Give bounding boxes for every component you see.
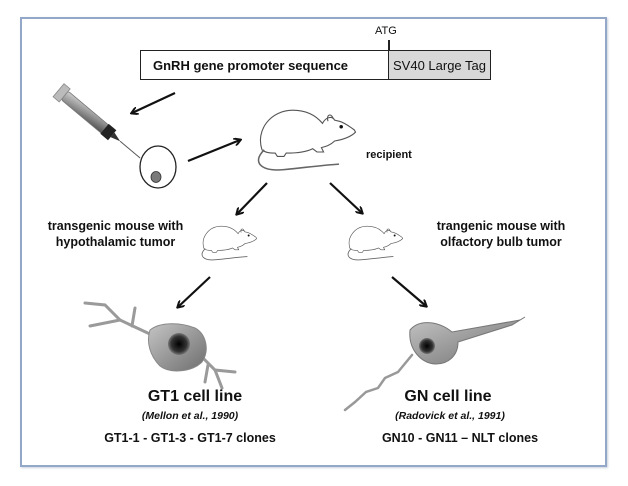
gt1-cell-line-title: GT1 cell line — [147, 388, 243, 405]
olfactory-mouse-label-line2: olfactory bulb tumor — [440, 235, 562, 249]
promoter-segment: GnRH gene promoter sequence — [141, 51, 389, 79]
mouse-icon-olfactory — [347, 225, 404, 261]
arrow-icon — [178, 276, 211, 307]
arrow-icon — [132, 92, 176, 113]
gt1-citation: (Mellon et al., 1990) — [141, 410, 239, 422]
recipient-mouse-icon — [257, 109, 357, 171]
arrow-icon — [237, 182, 268, 214]
mouse-icon-hypothalamic — [201, 225, 258, 261]
syringe-icon — [52, 83, 141, 159]
hypothalamic-mouse-label-line1: transgenic mouse with — [47, 219, 184, 233]
atg-tick — [388, 40, 390, 52]
gn-clones: GN10 - GN11 – NLT clones — [381, 431, 539, 445]
neuron-icon-gt1 — [83, 301, 237, 390]
arrow-icon — [329, 182, 362, 213]
oocyte-icon — [139, 145, 177, 189]
hypothalamic-mouse-label-line2: hypothalamic tumor — [55, 235, 176, 249]
gene-construct: GnRH gene promoter sequence SV40 Large T… — [140, 50, 491, 80]
neuron-icon-gn — [343, 316, 526, 412]
gn-cell-line-title: GN cell line — [404, 388, 492, 405]
arrow-icon — [391, 276, 426, 306]
figure-frame — [20, 17, 607, 467]
sv40-tag-segment: SV40 Large Tag — [389, 51, 490, 79]
gn-citation: (Radovick et al., 1991) — [395, 410, 505, 422]
gt1-clones: GT1-1 - GT1-3 - GT1-7 clones — [104, 431, 276, 445]
hypothalamic-mouse-label: transgenic mouse with hypothalamic tumor — [33, 218, 198, 250]
recipient-label: recipient — [366, 149, 412, 161]
olfactory-mouse-label: trangenic mouse with olfactory bulb tumo… — [425, 218, 577, 250]
olfactory-mouse-label-line1: trangenic mouse with — [436, 219, 566, 233]
atg-label: ATG — [375, 25, 397, 37]
arrow-icon — [187, 140, 240, 163]
